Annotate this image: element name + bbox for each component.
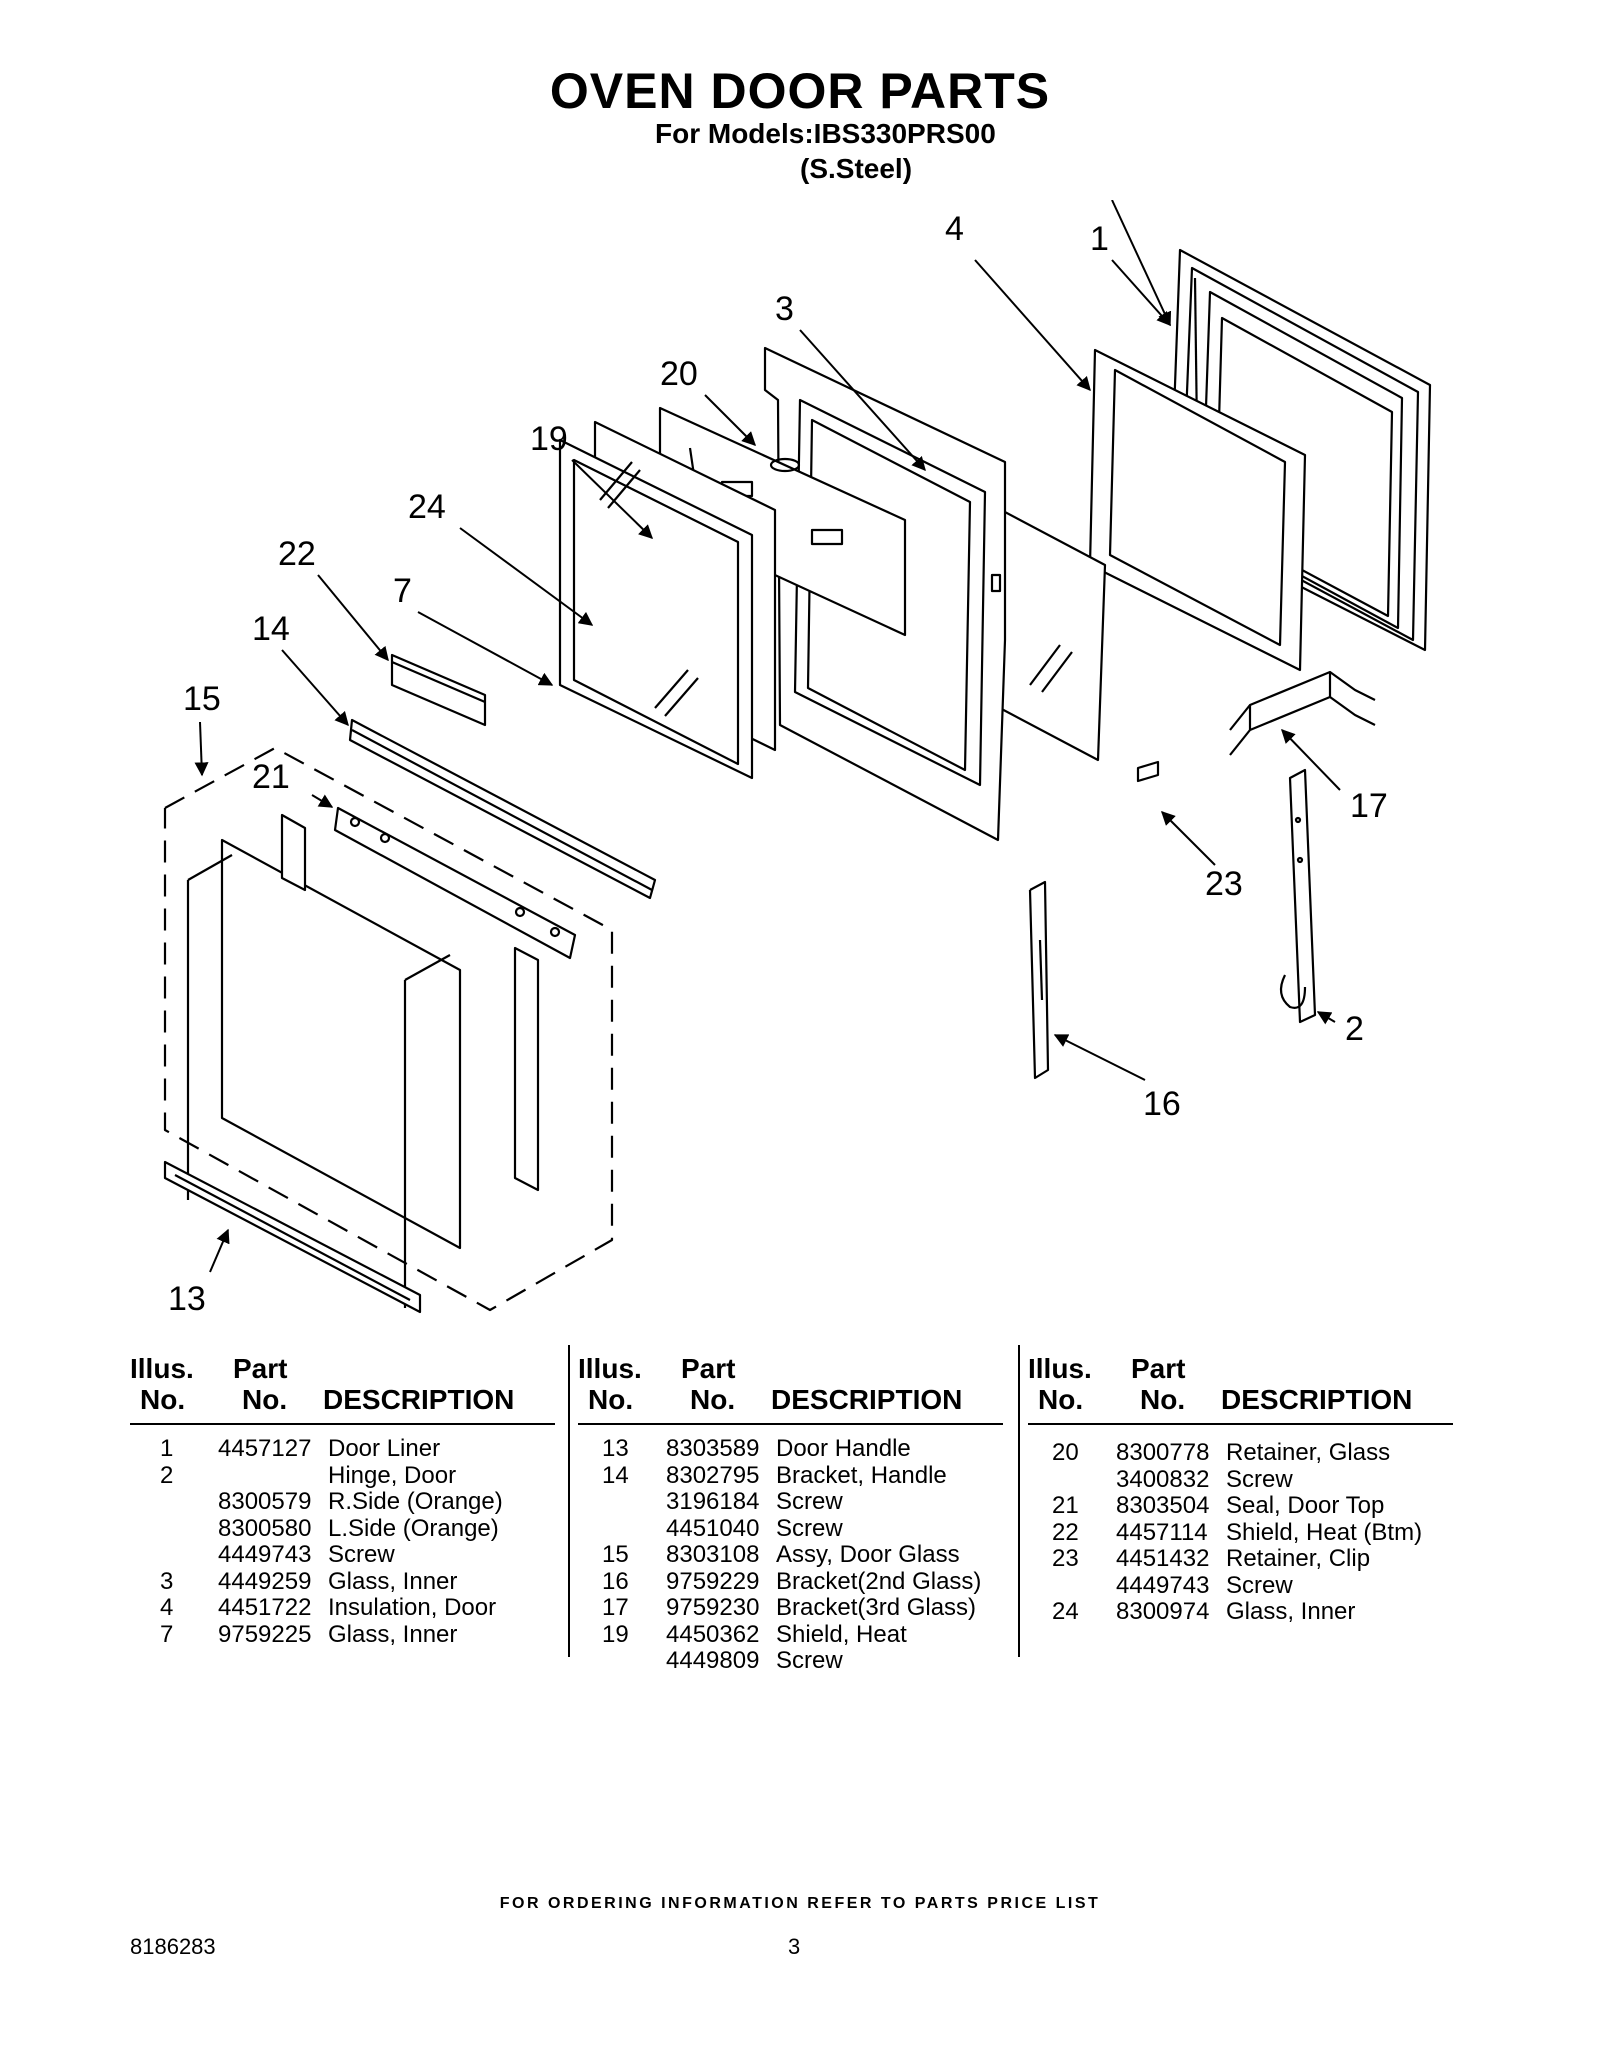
part-header-2: No. — [1140, 1384, 1186, 1415]
model-subtitle: For Models:IBS330PRS00 — [655, 118, 996, 149]
illus-header-2: No. — [1038, 1384, 1084, 1415]
illus-header-2: No. — [140, 1384, 186, 1415]
callout-14: 14 — [252, 610, 290, 648]
illus-header-1: Illus. — [578, 1353, 642, 1384]
part-header-1: Part — [233, 1353, 288, 1384]
callout-24: 24 — [408, 488, 446, 526]
finish-label: (S.Steel) — [800, 153, 913, 184]
illus-header-1: Illus. — [1028, 1353, 1092, 1384]
heat-shield-btm-part — [390, 653, 487, 727]
callout-22: 22 — [278, 535, 316, 573]
ordering-note: FOR ORDERING INFORMATION REFER TO PARTS … — [499, 1895, 1101, 1912]
callout-13: 13 — [168, 1280, 206, 1318]
door-glass-assy-part — [163, 746, 614, 1312]
callout-labels: 1 2 3 4 7 13 14 15 16 17 19 20 21 22 23 … — [168, 210, 1388, 1318]
leader-arrows — [194, 200, 1341, 1273]
column-divider-1 — [568, 1345, 570, 1657]
door-insulation-part — [1088, 348, 1307, 672]
part-header-1: Part — [1131, 1353, 1186, 1384]
description-header: DESCRIPTION — [771, 1384, 963, 1415]
table-header: Illus. No. Part No. DESCRIPTION — [130, 1353, 560, 1415]
illus-header-1: Illus. — [130, 1353, 194, 1384]
exploded-diagram: 1 2 3 4 7 13 14 15 16 17 19 20 21 22 23 … — [163, 200, 1432, 1318]
door-top-seal-part — [333, 806, 577, 960]
table-header: Illus. No. Part No. DESCRIPTION — [578, 1353, 1018, 1415]
part-header-2: No. — [690, 1384, 736, 1415]
bracket-2nd-glass-part — [1028, 880, 1050, 1080]
inner-glass-7-part — [558, 438, 754, 780]
callout-21: 21 — [252, 758, 290, 796]
retainer-clip-part — [1136, 760, 1160, 783]
callout-7: 7 — [393, 572, 412, 610]
callout-3: 3 — [775, 290, 794, 328]
header-rule — [578, 1423, 1003, 1425]
illus-header-2: No. — [588, 1384, 634, 1415]
description-header: DESCRIPTION — [323, 1384, 515, 1415]
callout-19: 19 — [530, 420, 568, 458]
door-handle-part — [163, 1160, 422, 1314]
document-number: 8186283 — [130, 1934, 216, 1959]
header-rule — [1028, 1423, 1453, 1425]
callout-4: 4 — [945, 210, 964, 248]
column-divider-2 — [1018, 1345, 1020, 1657]
page-title: OVEN DOOR PARTS — [549, 63, 1051, 119]
description-header: DESCRIPTION — [1221, 1384, 1413, 1415]
part-header-1: Part — [681, 1353, 736, 1384]
callout-17: 17 — [1350, 787, 1388, 825]
part-header-2: No. — [242, 1384, 288, 1415]
door-glass-panel — [186, 813, 540, 1308]
table-header: Illus. No. Part No. DESCRIPTION — [1028, 1353, 1468, 1415]
callout-20: 20 — [660, 355, 698, 393]
callout-16: 16 — [1143, 1085, 1181, 1123]
callout-15: 15 — [183, 680, 221, 718]
handle-bracket-part — [348, 718, 657, 900]
bracket-3rd-glass-part — [1229, 670, 1376, 756]
door-hinge-part — [1279, 768, 1317, 1024]
page-number: 3 — [788, 1934, 801, 1959]
callout-1: 1 — [1090, 220, 1109, 258]
callout-2: 2 — [1345, 1010, 1364, 1048]
header-rule — [130, 1423, 555, 1425]
callout-23: 23 — [1205, 865, 1243, 903]
